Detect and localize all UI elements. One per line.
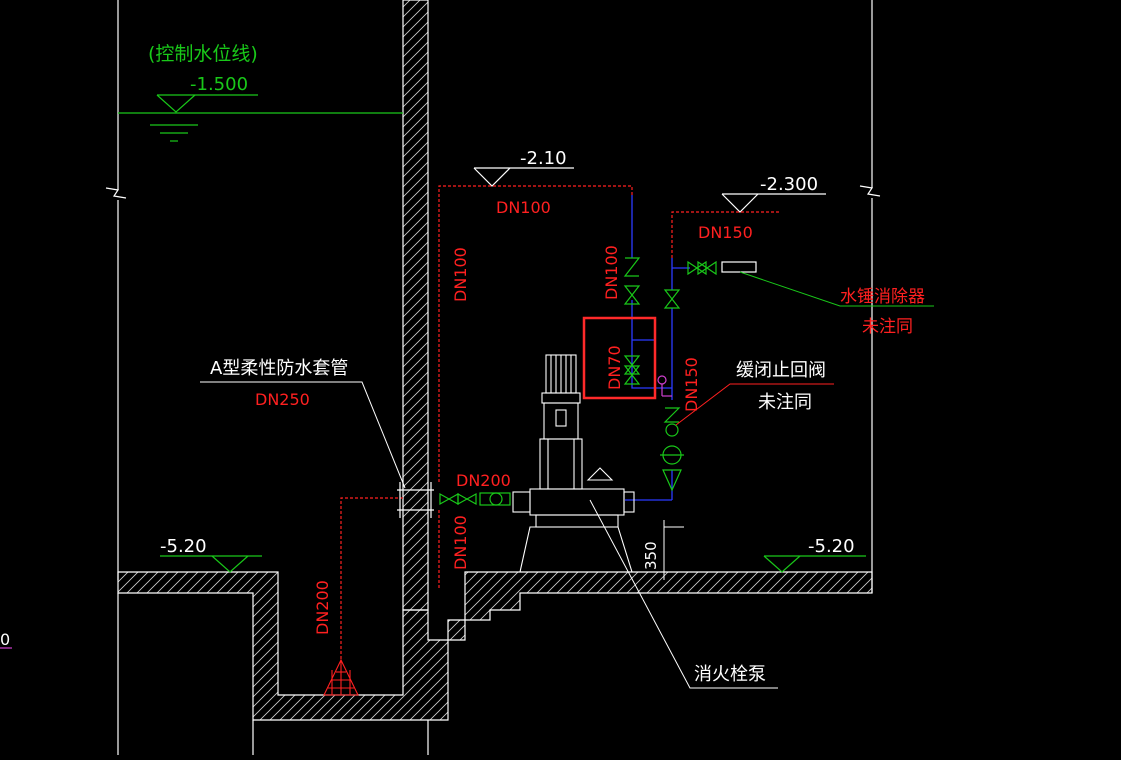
control-water-level: (控制水位线) -1.500 <box>118 43 403 142</box>
floor-level-right-value: -5.20 <box>808 536 855 557</box>
floor-level-left: -5.20 <box>160 536 262 573</box>
dn70-box-label: DN70 <box>605 345 624 390</box>
callout-pump: 消火栓泵 <box>589 499 778 689</box>
control-water-level-value: -1.500 <box>190 74 248 95</box>
foot-valve-icon <box>323 658 359 696</box>
callout-sleeve: A型柔性防水套管 <box>200 358 406 489</box>
dn100-lower-label: DN100 <box>451 515 470 570</box>
edge-fragment-text: 0 <box>0 630 10 649</box>
dn200-pit-label: DN200 <box>313 580 332 635</box>
building-structure <box>105 0 881 755</box>
dimension-350: 350 <box>642 520 684 580</box>
pipes-red <box>340 185 780 660</box>
waterproof-sleeve-icon <box>397 482 434 518</box>
dn70-highlight-box[interactable] <box>582 316 657 400</box>
hammer-pipe-level-value: -2.300 <box>760 174 818 195</box>
fire-pump-icon <box>512 354 635 573</box>
callout-pump-text: 消火栓泵 <box>694 664 766 685</box>
hammer-pipe-level: -2.300 <box>721 174 826 213</box>
callout-check-valve: 缓闭止回阀 未注同 <box>675 360 834 426</box>
dn100-top-label: DN100 <box>496 198 551 217</box>
callout-water-hammer-line1: 水锤消除器 <box>840 287 925 307</box>
pipe-labels: DN100 DN150 DN100 DN100 DN70 DN150 DN200… <box>255 198 753 635</box>
dimension-350-value: 350 <box>642 541 660 570</box>
discharge-pipe-level-value: -2.10 <box>520 148 567 169</box>
dn250-label: DN250 <box>255 390 310 409</box>
callout-check-valve-line2: 未注同 <box>758 392 812 413</box>
callout-water-hammer: 水锤消除器 未注同 <box>739 271 934 337</box>
dn150-top-label: DN150 <box>698 223 753 242</box>
discharge-pipe-level: -2.10 <box>473 148 574 187</box>
control-water-level-label: (控制水位线) <box>148 43 258 65</box>
dn200-suction-label: DN200 <box>456 471 511 490</box>
floor-level-left-value: -5.20 <box>160 536 207 557</box>
pipes-blue <box>625 195 690 501</box>
callout-sleeve-text: A型柔性防水套管 <box>210 358 348 379</box>
valves <box>439 257 717 506</box>
dn100-vertical-left-label: DN100 <box>451 247 470 302</box>
pressure-gauge-icon <box>0 375 672 649</box>
floor-level-right: -5.20 <box>763 536 866 573</box>
dn100-vertical-mid-label: DN100 <box>602 245 621 300</box>
callout-water-hammer-line2: 未注同 <box>862 317 913 337</box>
water-hammer-arrester-icon <box>721 261 757 273</box>
dn150-vertical-label: DN150 <box>682 357 701 412</box>
callout-check-valve-line1: 缓闭止回阀 <box>736 360 826 381</box>
